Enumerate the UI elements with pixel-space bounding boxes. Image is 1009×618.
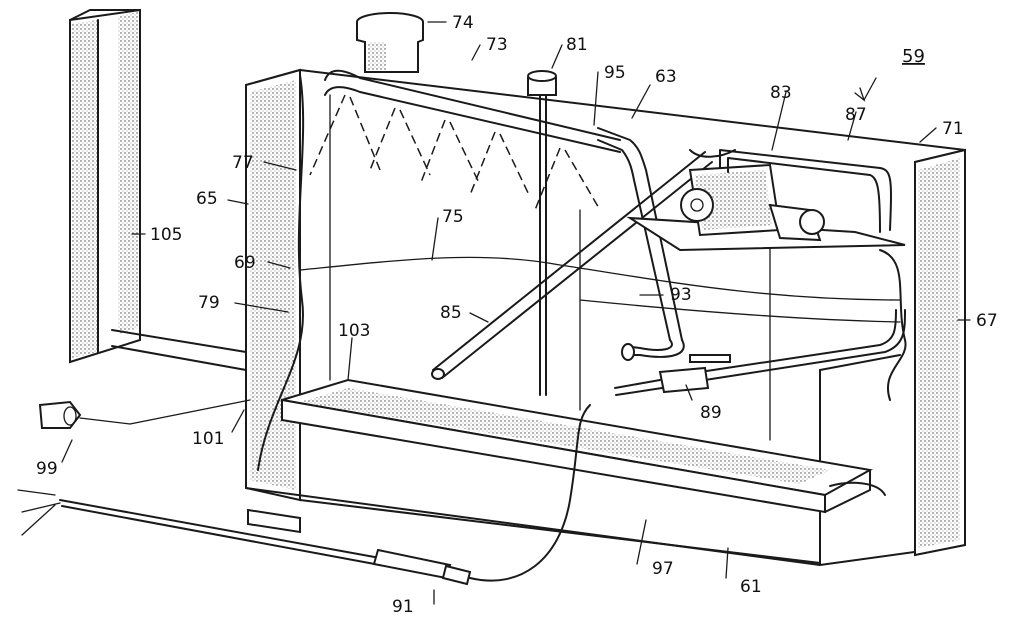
label-85: 85 bbox=[440, 303, 462, 323]
label-83: 83 bbox=[770, 83, 792, 103]
label-103: 103 bbox=[338, 321, 370, 341]
label-99: 99 bbox=[36, 459, 58, 479]
spray-bar-73 bbox=[309, 69, 621, 211]
pump-83 bbox=[626, 149, 906, 252]
label-63: 63 bbox=[655, 67, 677, 87]
label-73: 73 bbox=[486, 35, 508, 55]
reference-labels: 59 74 73 81 95 63 83 87 71 77 65 105 75 … bbox=[36, 13, 998, 617]
outlet-pipe-89 bbox=[614, 309, 906, 396]
label-61: 61 bbox=[740, 577, 762, 597]
plug-99 bbox=[38, 399, 251, 429]
tank-body bbox=[245, 68, 966, 566]
trough-103 bbox=[281, 378, 886, 514]
pipe-85 bbox=[431, 151, 713, 380]
label-81: 81 bbox=[566, 35, 588, 55]
label-75: 75 bbox=[442, 207, 464, 227]
post-105 bbox=[69, 8, 247, 371]
label-79: 79 bbox=[198, 293, 220, 313]
hose-91 bbox=[17, 404, 591, 586]
fitting-81 bbox=[527, 70, 557, 396]
label-67: 67 bbox=[976, 311, 998, 331]
label-97: 97 bbox=[652, 559, 674, 579]
label-95: 95 bbox=[604, 63, 626, 83]
label-105: 105 bbox=[150, 225, 182, 245]
label-77: 77 bbox=[232, 153, 254, 173]
label-93: 93 bbox=[670, 285, 692, 305]
fill-cap-74 bbox=[356, 12, 424, 73]
label-87: 87 bbox=[845, 105, 867, 125]
label-74: 74 bbox=[452, 13, 474, 33]
label-101: 101 bbox=[192, 429, 224, 449]
leader-lines bbox=[61, 21, 971, 605]
label-91: 91 bbox=[392, 597, 414, 617]
label-59: 59 bbox=[902, 46, 925, 67]
label-65: 65 bbox=[196, 189, 218, 209]
label-69: 69 bbox=[234, 253, 256, 273]
label-71: 71 bbox=[942, 119, 964, 139]
return-pipe-95 bbox=[597, 127, 685, 361]
label-89: 89 bbox=[700, 403, 722, 423]
